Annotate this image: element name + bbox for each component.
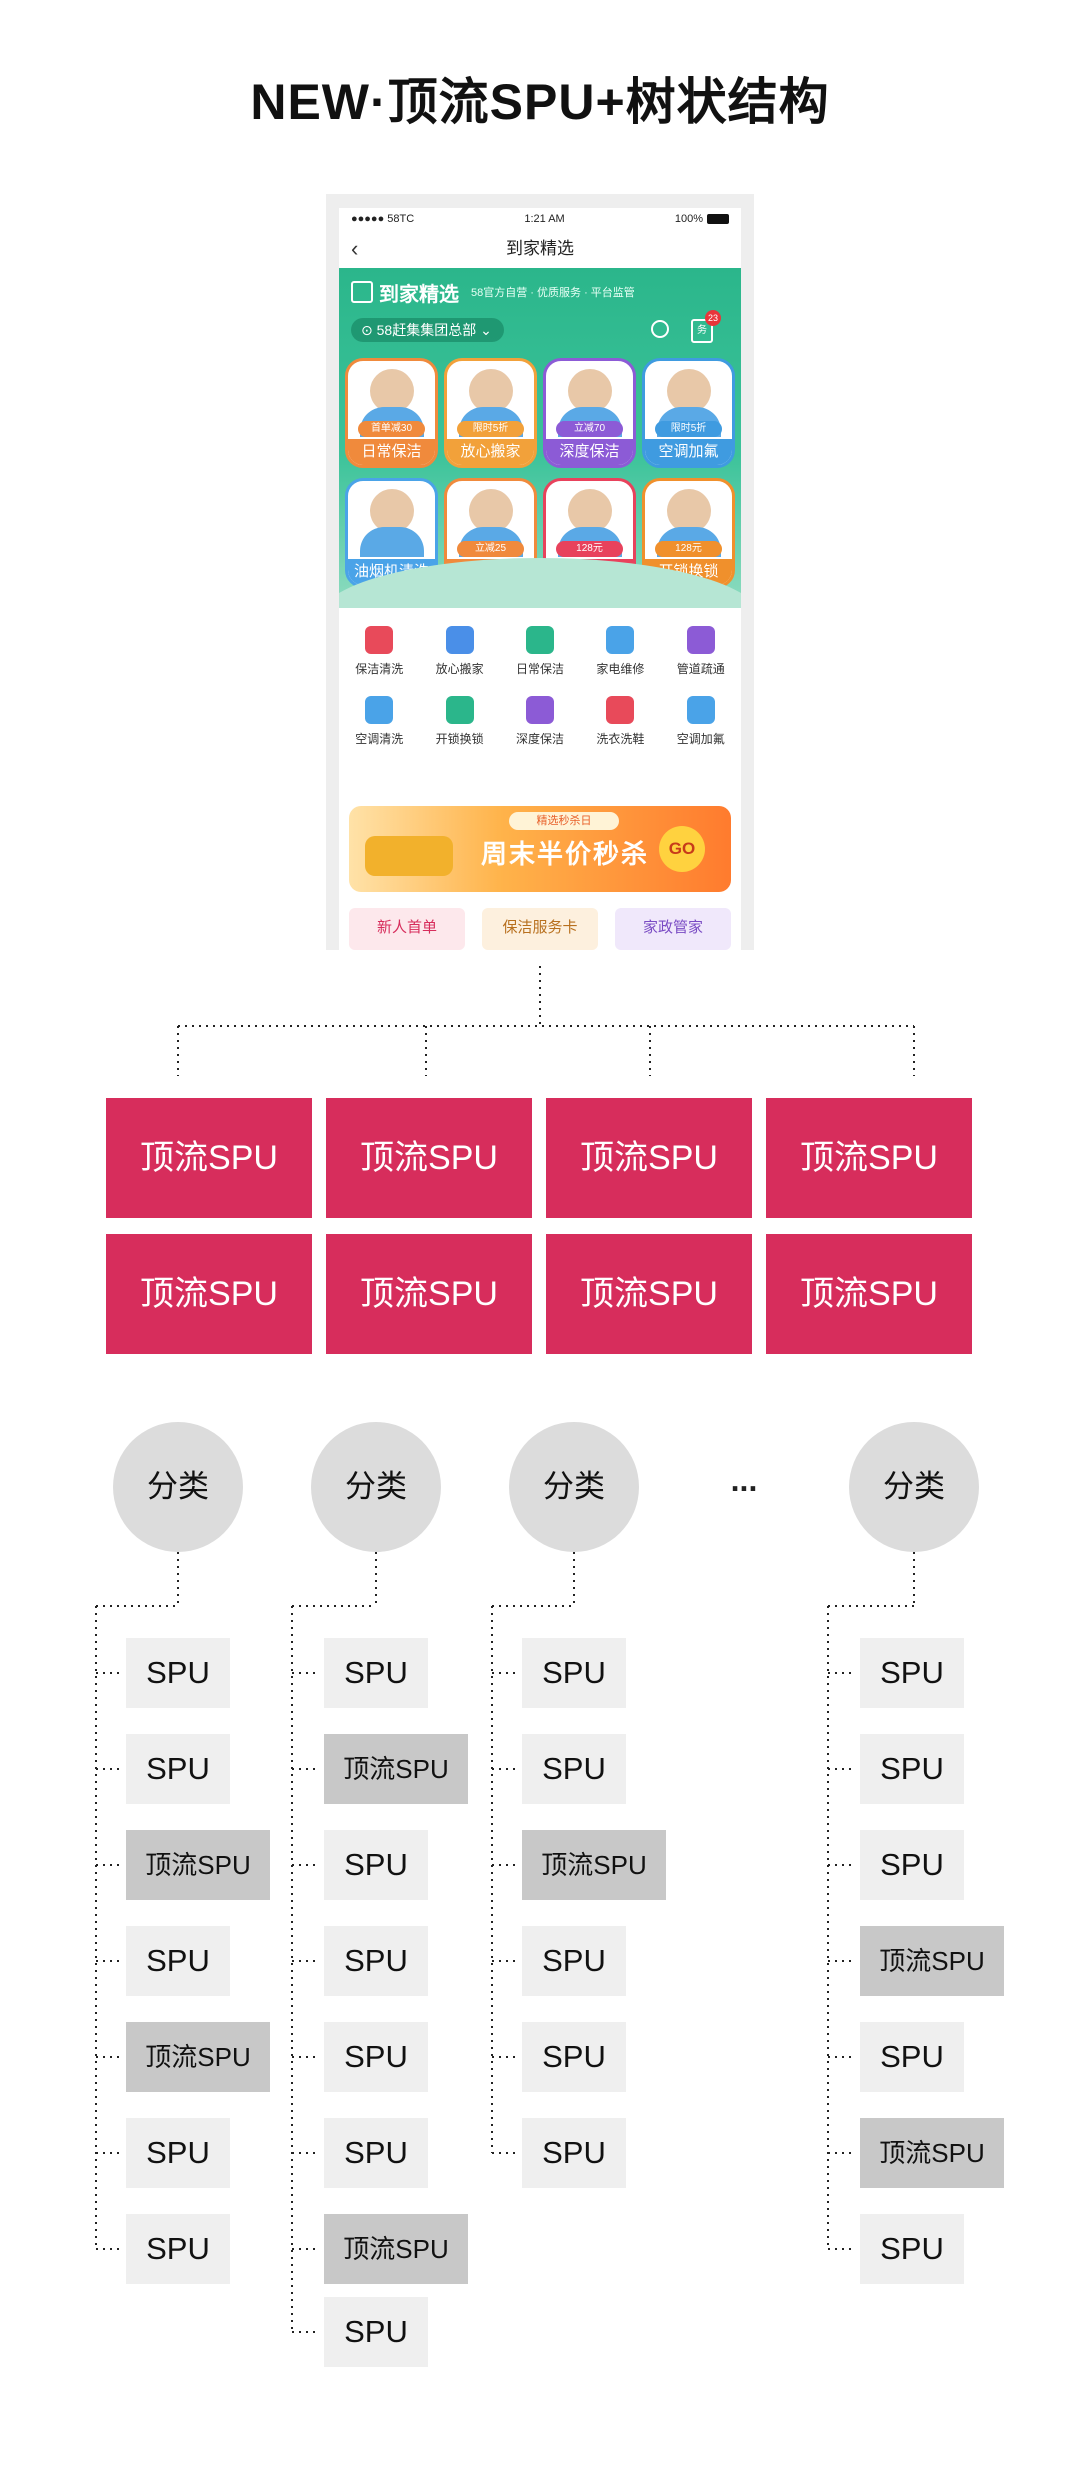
spu-item[interactable]: SPU <box>126 2118 230 2188</box>
top-spu-block[interactable]: 顶流SPU <box>106 1234 312 1354</box>
hot-spu-item[interactable]: 顶流SPU <box>126 1830 270 1900</box>
hot-spu-item[interactable]: 顶流SPU <box>860 2118 1004 2188</box>
spu-item[interactable]: SPU <box>126 2214 230 2284</box>
ellipsis-more: ... <box>714 1462 774 1499</box>
hot-spu-item[interactable]: 顶流SPU <box>324 1734 468 1804</box>
spu-item[interactable]: SPU <box>522 2118 626 2188</box>
hot-spu-item[interactable]: 顶流SPU <box>860 1926 1004 1996</box>
spu-item[interactable]: SPU <box>126 1638 230 1708</box>
category-node[interactable]: 分类 <box>849 1422 979 1552</box>
hot-spu-item[interactable]: 顶流SPU <box>324 2214 468 2284</box>
spu-item[interactable]: SPU <box>324 2022 428 2092</box>
spu-item[interactable]: SPU <box>860 2214 964 2284</box>
category-node[interactable]: 分类 <box>113 1422 243 1552</box>
spu-item[interactable]: SPU <box>324 2297 428 2367</box>
spu-item[interactable]: SPU <box>860 2022 964 2092</box>
top-spu-block[interactable]: 顶流SPU <box>546 1234 752 1354</box>
hot-spu-item[interactable]: 顶流SPU <box>126 2022 270 2092</box>
top-spu-block[interactable]: 顶流SPU <box>766 1234 972 1354</box>
spu-item[interactable]: SPU <box>522 1638 626 1708</box>
spu-item[interactable]: SPU <box>126 1734 230 1804</box>
spu-item[interactable]: SPU <box>522 2022 626 2092</box>
spu-item[interactable]: SPU <box>324 1926 428 1996</box>
spu-item[interactable]: SPU <box>324 2118 428 2188</box>
hot-spu-item[interactable]: 顶流SPU <box>522 1830 666 1900</box>
top-spu-block[interactable]: 顶流SPU <box>546 1098 752 1218</box>
category-node[interactable]: 分类 <box>311 1422 441 1552</box>
spu-item[interactable]: SPU <box>324 1638 428 1708</box>
top-spu-block[interactable]: 顶流SPU <box>106 1098 312 1218</box>
spu-item[interactable]: SPU <box>860 1734 964 1804</box>
top-spu-block[interactable]: 顶流SPU <box>326 1098 532 1218</box>
spu-item[interactable]: SPU <box>324 1830 428 1900</box>
spu-item[interactable]: SPU <box>860 1638 964 1708</box>
category-node[interactable]: 分类 <box>509 1422 639 1552</box>
spu-item[interactable]: SPU <box>860 1830 964 1900</box>
spu-item[interactable]: SPU <box>126 1926 230 1996</box>
spu-item[interactable]: SPU <box>522 1926 626 1996</box>
spu-item[interactable]: SPU <box>522 1734 626 1804</box>
top-spu-block[interactable]: 顶流SPU <box>326 1234 532 1354</box>
top-spu-block[interactable]: 顶流SPU <box>766 1098 972 1218</box>
